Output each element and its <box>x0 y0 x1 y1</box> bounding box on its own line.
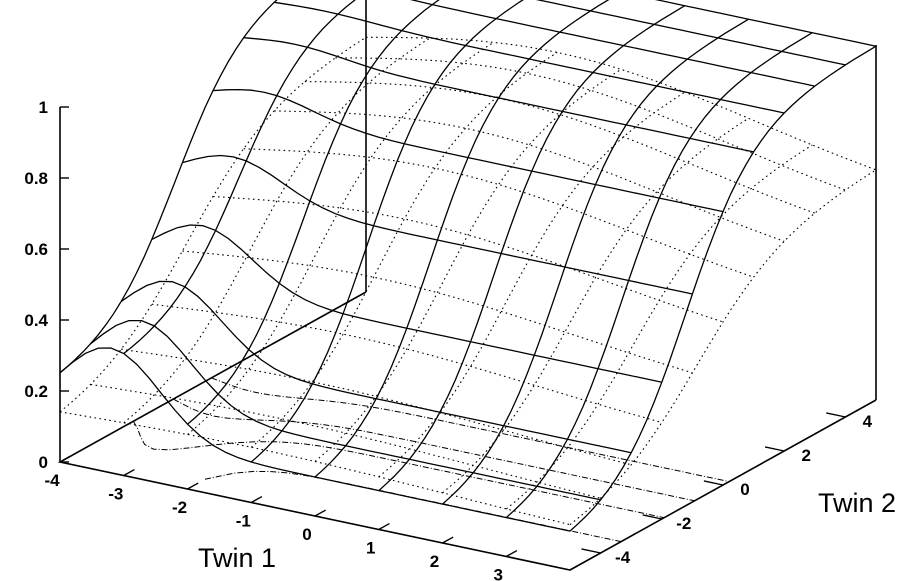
upper-mesh-line-y <box>654 0 877 47</box>
z-tick-label: 0.4 <box>24 311 48 330</box>
x-tick-label: -4 <box>44 471 60 490</box>
lower-mesh-line-y <box>335 57 846 191</box>
y-tick-mark <box>703 480 724 486</box>
y-tick-label: 2 <box>801 446 810 465</box>
axis-ticks <box>59 106 846 571</box>
x-tick-mark <box>505 549 518 558</box>
upper-mesh-line-x <box>569 45 877 532</box>
y-tick-label: 4 <box>863 412 873 431</box>
upper-mesh-line-x <box>250 0 524 463</box>
x-axis-title: Twin 1 <box>198 543 276 573</box>
contour-line <box>132 420 665 519</box>
y-tick-mark <box>642 514 662 520</box>
lower-mesh-line-x <box>569 169 877 526</box>
x-tick-mark <box>442 536 454 544</box>
lower-mesh-line-y <box>212 195 724 323</box>
floor-edge <box>57 291 877 571</box>
x-tick-mark <box>250 495 263 504</box>
y-tick-label: -4 <box>615 548 631 567</box>
box-edges <box>57 0 877 571</box>
x-tick-mark <box>314 509 327 517</box>
y-tick-label: 0 <box>740 480 749 499</box>
z-tick-label: 0.6 <box>24 240 48 259</box>
upper-mesh-line-y <box>212 88 724 213</box>
x-tick-label: -1 <box>236 512 251 531</box>
lower-mesh-line-x <box>187 41 494 435</box>
upper-mesh-line-y <box>243 37 754 153</box>
x-tick-label: 4 <box>557 579 567 581</box>
y-tick-mark <box>581 548 601 554</box>
lower-mesh-line-x <box>314 68 622 462</box>
lower-mesh-line-y <box>59 411 571 526</box>
x-tick-mark <box>123 468 135 477</box>
lower-mesh-line-y <box>121 348 632 466</box>
y-axis-title: Twin 2 <box>818 488 896 518</box>
lower-surface-mesh <box>59 36 877 526</box>
y-tick-mark <box>764 446 785 452</box>
x-tick-mark <box>187 482 199 490</box>
upper-mesh-line-y <box>274 1 785 114</box>
tick-labels: 0 0.2 0.4 0.6 0.8 1 -4 -3 -2 -1 0 1 2 3 4 -4 -2 0 2 4 <box>24 98 872 581</box>
upper-mesh-line-y <box>120 280 632 454</box>
upper-mesh-line-y <box>535 0 846 66</box>
lower-mesh-line-y <box>243 148 754 278</box>
lower-mesh-line-y <box>366 36 877 171</box>
contour-line <box>211 377 730 483</box>
upper-mesh-line-y <box>59 347 571 532</box>
upper-mesh-line-x <box>378 5 686 492</box>
z-tick-label: 0 <box>39 453 48 472</box>
lower-mesh-line-y <box>274 110 785 242</box>
upper-mesh-line-x <box>123 0 356 355</box>
upper-mesh-line-y <box>151 224 662 383</box>
lower-mesh-line-x <box>123 37 431 424</box>
x-tick-mark <box>569 563 582 571</box>
x-tick-label: 2 <box>430 552 439 571</box>
upper-mesh-line-y <box>182 154 693 295</box>
upper-mesh-line-x <box>442 18 749 505</box>
contour-line <box>173 398 695 502</box>
x-tick-label: 1 <box>366 539 375 558</box>
z-tick-label: 0.2 <box>24 382 48 401</box>
z-tick-label: 1 <box>39 98 48 117</box>
y-tick-label: -2 <box>676 514 691 533</box>
upper-mesh-line-x <box>505 32 813 519</box>
lower-mesh-line-y <box>182 250 693 374</box>
upper-mesh-line-y <box>409 0 815 87</box>
lower-mesh-line-x <box>250 51 558 448</box>
lower-mesh-line-x <box>59 36 367 413</box>
z-tick-label: 0.8 <box>24 169 48 188</box>
upper-surface-mesh <box>59 0 877 532</box>
lower-mesh-line-y <box>304 81 815 214</box>
floor-contours <box>132 377 730 543</box>
lower-mesh-line-y <box>151 303 662 424</box>
y-tick-mark <box>826 412 846 418</box>
x-tick-label: -3 <box>108 485 123 504</box>
x-tick-mark <box>59 455 72 463</box>
x-tick-label: -2 <box>172 498 187 517</box>
x-tick-label: 0 <box>302 525 311 544</box>
lower-mesh-line-x <box>378 91 686 478</box>
upper-mesh-line-y <box>90 319 601 501</box>
x-tick-mark <box>378 522 390 531</box>
x-tick-label: 3 <box>494 566 503 581</box>
lower-mesh-line-x <box>442 117 749 494</box>
